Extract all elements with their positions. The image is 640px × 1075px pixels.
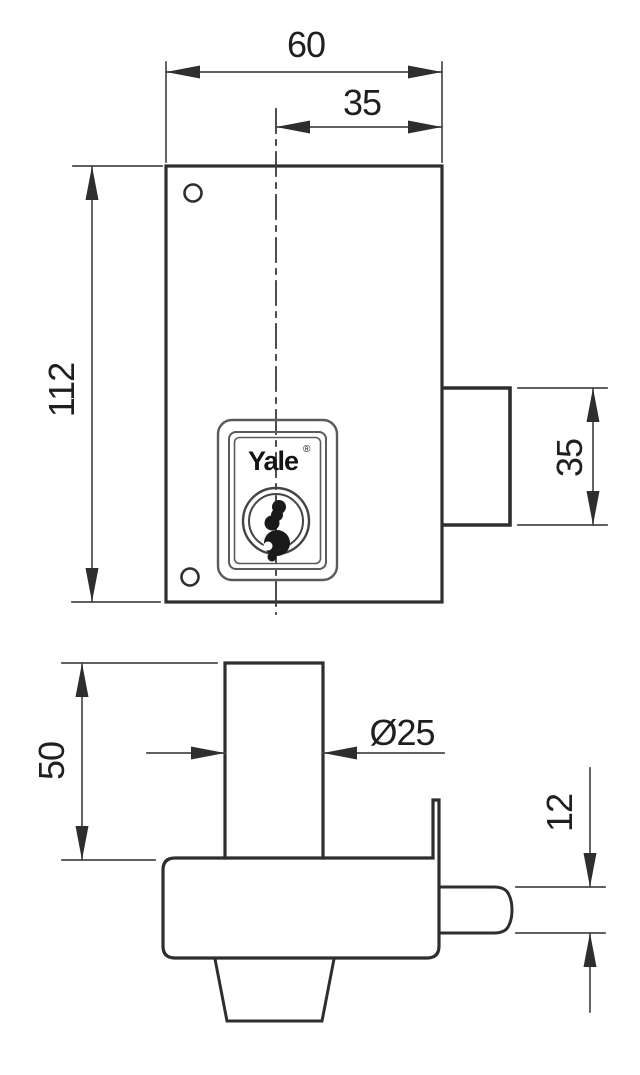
arrowhead-left: [166, 65, 200, 79]
lock-case-outline: [161, 798, 441, 960]
lock-body-outline: [164, 164, 444, 604]
dim-label-cylinder-length: 50: [31, 742, 72, 780]
arrowhead-down: [583, 853, 597, 887]
side-view-dimensions: 50 Ø25 12: [31, 662, 606, 1013]
arrowhead-up: [586, 388, 600, 422]
escutcheon-inner-plate: [233, 436, 322, 565]
arrowhead-left: [323, 746, 357, 760]
arrowhead-right: [408, 120, 442, 134]
dim-label-bolt-case: 35: [549, 439, 590, 477]
dim-label-width: 60: [287, 24, 325, 65]
tailpiece-outline: [213, 957, 336, 1023]
arrowhead-down: [586, 491, 600, 525]
bolt-outline: [437, 885, 514, 935]
escutcheon-mid-plate: [228, 431, 327, 570]
arrowhead-right: [191, 746, 225, 760]
arrowhead-down: [85, 568, 99, 602]
screw-hole-top: [183, 183, 203, 203]
brand-logo-text: Yale: [248, 446, 299, 476]
arrowhead-down: [75, 826, 89, 860]
dimension-width-60: 60: [165, 24, 443, 163]
dim-label-height: 112: [41, 363, 82, 417]
dimension-center-offset-35: 35: [275, 82, 443, 134]
bolt-case-outline: [441, 386, 512, 527]
key-silhouette: [263, 500, 290, 562]
dimension-bolt-thickness-12: 12: [515, 767, 606, 1013]
dimension-cylinder-diameter-25: Ø25: [146, 712, 445, 760]
arrowhead-right: [408, 65, 442, 79]
front-view: Yale ®: [164, 108, 512, 615]
dimension-cylinder-length-50: 50: [31, 662, 218, 861]
dimension-bolt-case-35: 35: [517, 387, 608, 526]
arrowhead-left: [276, 120, 310, 134]
screw-hole-bottom: [180, 567, 200, 587]
escutcheon-outer-plate: [216, 418, 339, 582]
dim-label-bolt-thickness: 12: [539, 794, 580, 832]
arrowhead-up: [75, 663, 89, 697]
registered-trademark-symbol: ®: [303, 444, 311, 455]
arrowhead-up: [583, 933, 597, 967]
arrowhead-up: [85, 166, 99, 200]
dim-label-center-offset: 35: [343, 82, 381, 123]
cylinder-barrel-outline: [223, 661, 325, 860]
dimension-height-112: 112: [41, 165, 163, 603]
dim-label-cylinder-diameter: Ø25: [369, 712, 434, 753]
front-view-dimensions: 60 35 112 35: [41, 24, 608, 603]
side-view: [161, 661, 514, 1023]
